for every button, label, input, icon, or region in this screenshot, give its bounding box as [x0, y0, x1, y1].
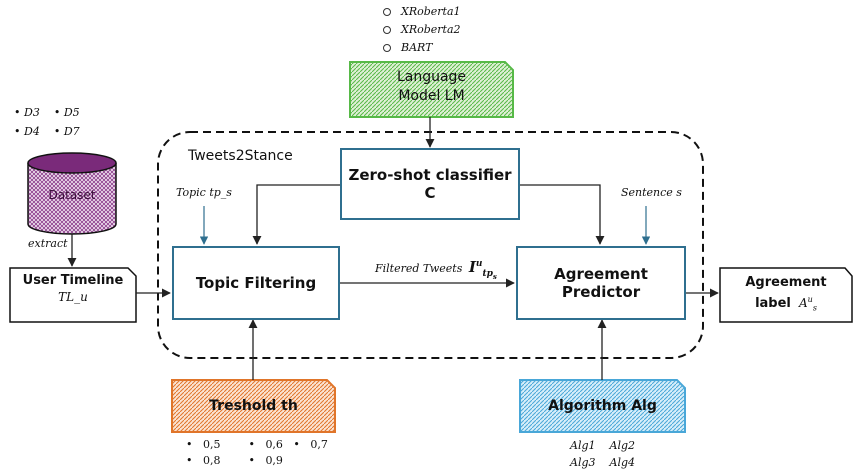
dataset-items: • D3 • D5 • D4 • D7	[14, 106, 80, 138]
agreement-label-text: Agreement label Aus	[745, 275, 827, 313]
zero-shot-classifier-box: Zero-shot classifier C	[340, 148, 520, 220]
dataset-cylinder	[27, 152, 117, 235]
lm-options-list: XRoberta1 XRoberta2 BART	[383, 3, 461, 57]
threshold-values: • 0,5 • 0,6 • 0,7 • 0,8 • 0,9	[186, 438, 328, 467]
threshold-label: Treshold th	[209, 398, 298, 414]
sentence-label: Sentence s	[621, 186, 682, 199]
lm-option: XRoberta2	[383, 21, 461, 39]
agreement-predictor-box: Agreement Predictor	[516, 246, 686, 320]
algorithm-values: Alg1 Alg2 Alg3 Alg4	[570, 439, 636, 469]
topic-label: Topic tp_s	[176, 186, 232, 199]
algorithm-label: Algorithm Alg	[548, 398, 657, 414]
topic-filtering-box: Topic Filtering	[172, 246, 340, 320]
threshold-shape	[171, 379, 336, 433]
arrow-zeroshot-to-filtering	[252, 184, 340, 245]
user-timeline: User Timeline TL_u	[22, 273, 124, 304]
dataset-label: Dataset	[48, 188, 96, 202]
filtered-tweets-symbol: Iutps	[468, 258, 497, 281]
algorithm-shape	[519, 379, 686, 433]
user-timeline-shape	[9, 267, 137, 323]
language-model-label: Language Model LM	[396, 69, 467, 104]
agreement-symbol: Aus	[798, 295, 817, 313]
lm-option: XRoberta1	[383, 3, 461, 21]
group-title: Tweets2Stance	[188, 148, 293, 164]
language-model-shape	[349, 61, 514, 118]
lm-option: BART	[383, 39, 461, 57]
filtered-tweets-label: Filtered Tweets Iutps	[375, 258, 497, 281]
agreement-label-shape	[719, 267, 853, 323]
extract-label: extract	[28, 237, 68, 250]
arrow-zeroshot-to-predictor	[520, 184, 605, 245]
